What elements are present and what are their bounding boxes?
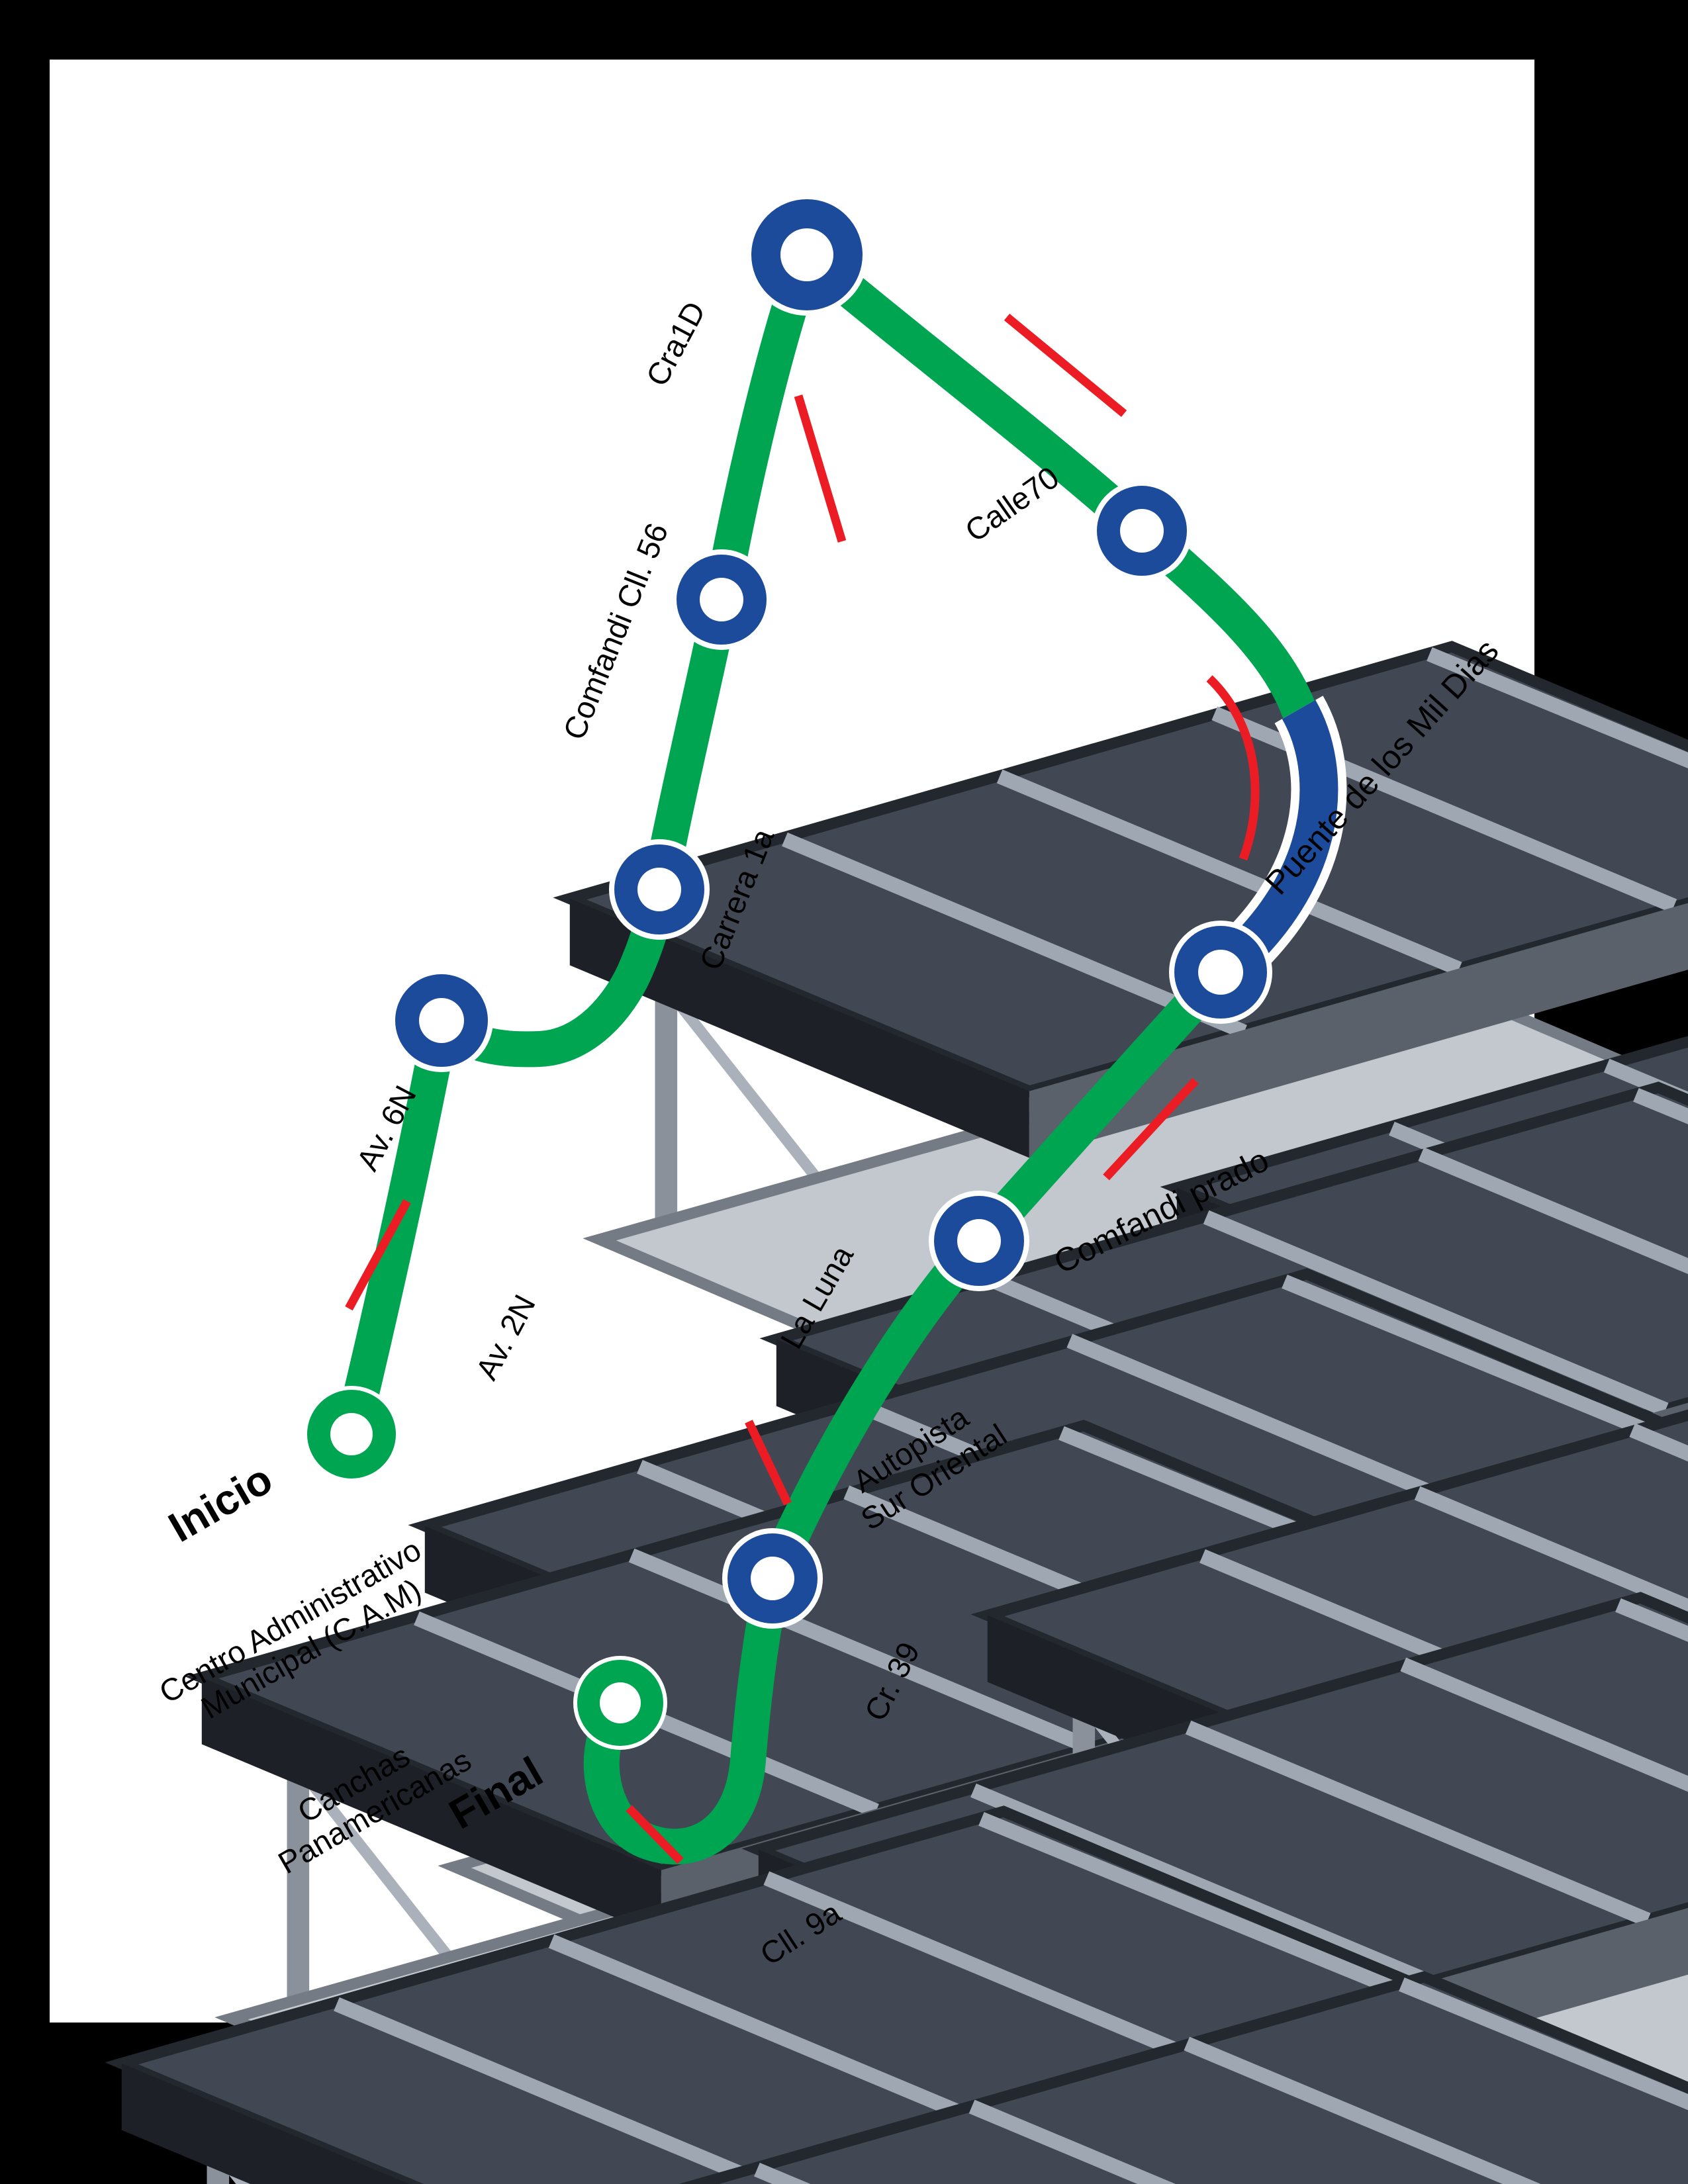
station-markers: [303, 194, 1272, 1750]
route-alert-mark: [1206, 675, 1260, 861]
station-marker-cr-39: [722, 1528, 823, 1629]
station-marker-carrera-1a: [609, 839, 710, 940]
station-marker-cra1d: [746, 194, 868, 316]
station-marker-comfandi-prado: [1169, 921, 1272, 1024]
route-alert-marks: [345, 313, 1260, 1864]
route-path: [334, 237, 1337, 1865]
route-alert-mark: [794, 394, 847, 543]
route-alert-mark: [1004, 313, 1127, 418]
route-alert-mark: [345, 1199, 411, 1311]
station-marker-av-6n: [390, 969, 493, 1072]
terminal-marker-inicio: [303, 1386, 400, 1482]
route-alert-mark: [1103, 1077, 1199, 1181]
terminal-marker-final: [573, 1656, 667, 1750]
bridge-segment: [1202, 696, 1347, 994]
route-alert-mark: [626, 1805, 684, 1864]
station-marker-la-luna: [929, 1191, 1029, 1291]
route-alert-mark: [745, 1420, 792, 1506]
station-marker-comfandi-cll56: [671, 549, 772, 650]
bridge-path: [1208, 700, 1338, 987]
station-marker-calle70: [1092, 480, 1192, 581]
